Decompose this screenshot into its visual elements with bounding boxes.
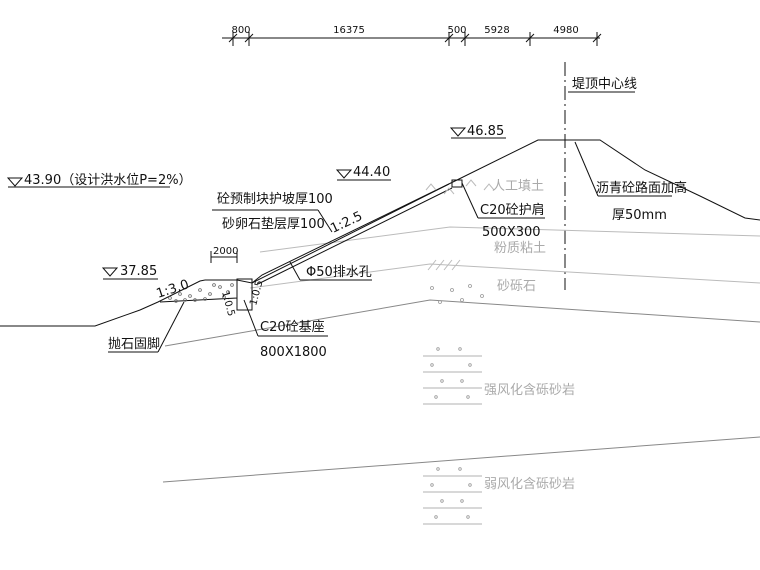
dim-label: 500 <box>447 25 466 36</box>
gravel-symbols <box>430 284 484 304</box>
dim-label: 800 <box>231 25 250 36</box>
base-width-label: 2000 <box>213 246 238 257</box>
toe-elevation-label: 37.85 <box>120 264 157 279</box>
crest-elevation-label: 46.85 <box>467 124 504 139</box>
cushion-label: 砂卵石垫层厚100 <box>222 216 325 232</box>
callout-riprap: 抛石固脚 <box>108 301 185 353</box>
weak-weathered-symbols <box>423 467 482 525</box>
layer-silty-clay-label: 粉质粘土 <box>494 241 546 256</box>
callout-base-width: 2000 <box>210 246 238 263</box>
clay-hatch <box>427 259 461 271</box>
shoulder-size-label: 500X300 <box>482 225 541 240</box>
slope-ratio-base-right: 1:0.5 <box>248 279 265 307</box>
strata-lines <box>0 226 760 483</box>
dim-label: 4980 <box>553 25 578 36</box>
callout-drain: Φ50排水孔 <box>289 261 372 281</box>
revetment-label: 砼预制块护坡厚100 <box>217 192 333 207</box>
shoulder-label: C20砼护肩 <box>480 202 545 218</box>
riprap-label: 抛石固脚 <box>108 336 160 352</box>
slope-ratio-upper: 1:2.5 <box>328 209 365 237</box>
base-size-label: 800X1800 <box>260 345 327 360</box>
callout-base: C20砼基座 800X1800 <box>243 299 328 360</box>
centerline-label: 堤顶中心线 <box>572 77 637 92</box>
callout-revetment: 砼预制块护坡厚100 砂卵石垫层厚100 <box>212 192 333 233</box>
layer-strong-weathered-label: 强风化含砾砂岩 <box>484 382 575 398</box>
drain-hole-label: Φ50排水孔 <box>306 265 372 280</box>
callout-shoulder: C20砼护肩 500X300 <box>461 182 545 240</box>
pavement-label: 沥青砼路面加高 <box>596 180 687 196</box>
base-label: C20砼基座 <box>260 320 325 335</box>
riprap-toe <box>159 279 238 303</box>
strong-weathered-symbols <box>423 347 482 405</box>
slope-ratio-base-left: 1:0.5 <box>219 290 236 318</box>
callout-pavement: 沥青砼路面加高 厚50mm <box>574 141 687 223</box>
flood-level-label: 43.90（设计洪水位P=2%） <box>24 173 192 188</box>
fill-hatch <box>425 179 495 195</box>
pavement-thickness-label: 厚50mm <box>612 208 667 223</box>
dimension-chain: 800 16375 500 5928 4980 <box>222 25 602 46</box>
slope-ratio-lower: 1:3.0 <box>155 277 191 302</box>
elevation-crest: 46.85 <box>449 124 506 139</box>
elevation-toe: 37.85 <box>101 264 158 280</box>
elevation-flood: 43.90（设计洪水位P=2%） <box>6 173 192 188</box>
layer-fill-label: 人工填土 <box>492 179 544 194</box>
centerline: 堤顶中心线 <box>564 62 637 290</box>
dim-label: 5928 <box>484 25 509 36</box>
layer-gravel-label: 砂砾石 <box>497 279 536 294</box>
berm-elevation-label: 44.40 <box>353 165 390 180</box>
layer-weak-weathered-label: 弱风化含砾砂岩 <box>484 476 575 492</box>
elevation-berm: 44.40 <box>335 165 391 181</box>
dim-label: 16375 <box>333 25 365 36</box>
